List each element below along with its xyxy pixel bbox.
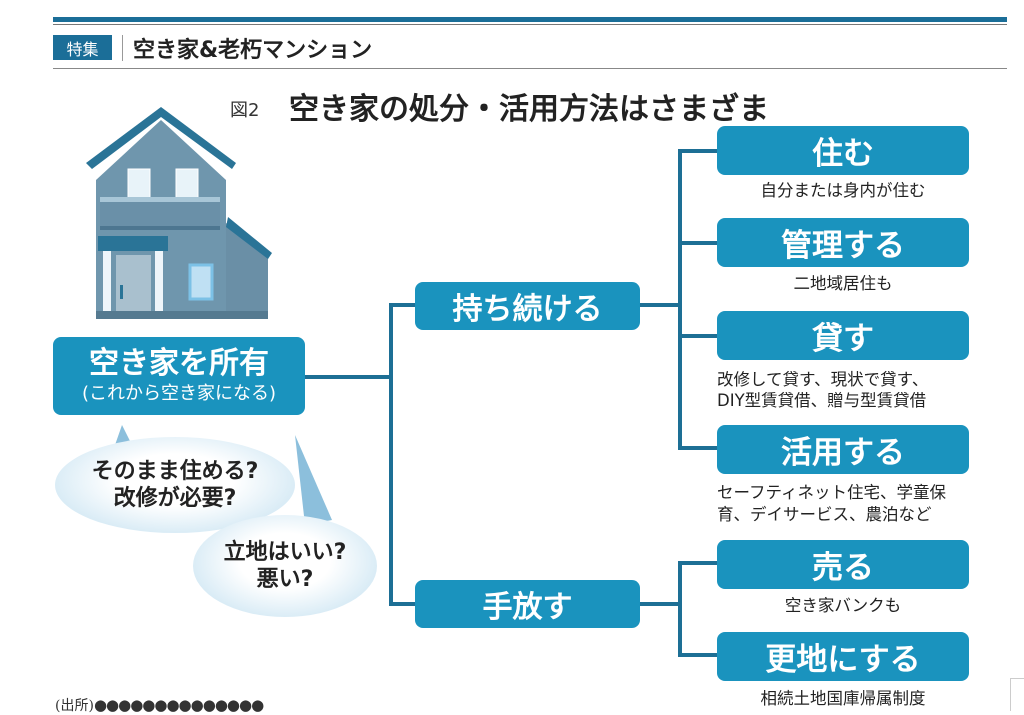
- connector-root: [305, 375, 393, 379]
- figure-number: 図2: [230, 100, 260, 121]
- branch-keep: 持ち続ける: [415, 282, 640, 330]
- source-label: (出所): [55, 698, 94, 714]
- caption-rent-2: DIY型賃貸借、贈与型賃貸借: [717, 391, 927, 410]
- connector-release: [389, 602, 415, 606]
- option-sell: 売る: [717, 540, 969, 589]
- header-rule: [53, 68, 1007, 69]
- bubble-line: 悪い?: [256, 567, 314, 592]
- connector-sell: [678, 561, 718, 565]
- caption-utilize-1: セーフティネット住宅、学童保: [717, 483, 947, 502]
- bubble-line: 改修が必要?: [113, 486, 237, 511]
- section-title: 空き家&老朽マンション: [133, 38, 373, 63]
- section-tag: 特集: [53, 35, 112, 60]
- connector-manage: [678, 241, 718, 245]
- speech-bubble-condition: そのまま住める? 改修が必要?: [55, 437, 295, 533]
- connector-keep-out: [640, 303, 682, 307]
- caption-live: 自分または身内が住む: [760, 181, 926, 200]
- caption-sell: 空き家バンクも: [784, 596, 902, 615]
- branch-release: 手放す: [415, 580, 640, 628]
- bubble-line: そのまま住める?: [91, 459, 259, 484]
- top-rule: [53, 17, 1007, 22]
- caption-clear-land: 相続土地国庫帰属制度: [760, 689, 926, 708]
- option-rent: 貸す: [717, 311, 969, 360]
- connector-live: [678, 149, 718, 153]
- speech-bubble-location: 立地はいい? 悪い?: [193, 515, 377, 617]
- page-corner-mark: [1010, 678, 1024, 711]
- figure-title: 空き家の処分・活用方法はさまざま: [289, 92, 769, 127]
- option-clear-land: 更地にする: [717, 632, 969, 681]
- option-utilize: 活用する: [717, 425, 969, 474]
- caption-rent-1: 改修して貸す、現状で貸す、: [717, 370, 929, 389]
- option-live: 住む: [717, 126, 969, 175]
- caption-manage: 二地域居住も: [793, 274, 893, 293]
- connector-clear: [678, 653, 718, 657]
- root-box: 空き家を所有 (これから空き家になる): [53, 337, 305, 415]
- connector-trunk: [389, 303, 393, 605]
- connector-keep: [389, 303, 415, 307]
- root-subtitle: (これから空き家になる): [81, 383, 277, 404]
- caption-utilize-2: 育、デイサービス、農泊など: [717, 505, 932, 524]
- source-note: (出所)●●●●●●●●●●●●●●: [55, 695, 264, 715]
- connector-utilize: [678, 446, 718, 450]
- bubble-line: 立地はいい?: [223, 540, 347, 565]
- connector-keep-trunk: [678, 149, 682, 450]
- connector-rent: [678, 334, 718, 338]
- root-title: 空き家を所有: [89, 346, 269, 381]
- connector-release-trunk: [678, 561, 682, 657]
- top-rule-thin: [53, 24, 1007, 25]
- option-manage: 管理する: [717, 218, 969, 267]
- connector-release-out: [640, 602, 682, 606]
- divider: [122, 35, 123, 61]
- source-value: ●●●●●●●●●●●●●●: [93, 696, 264, 714]
- house-illustration: [86, 107, 272, 319]
